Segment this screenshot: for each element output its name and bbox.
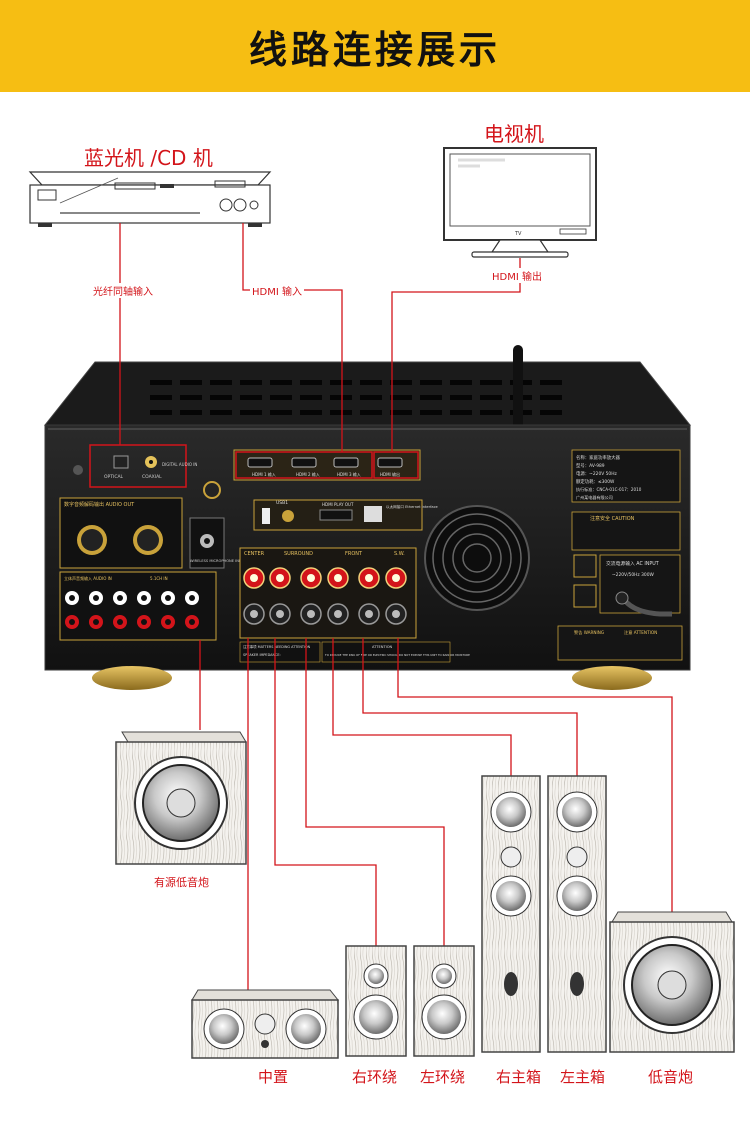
speaker-active-sub — [115, 731, 247, 865]
ethernet-text: 以太网接口 Ethernet interface — [386, 504, 439, 509]
right-surround-label: 右环绕 — [352, 1068, 398, 1086]
hdmi-port — [377, 457, 403, 468]
speaker-left-surround — [413, 945, 475, 1057]
digital-in-block — [89, 444, 187, 488]
amplifier: OPTICAL COAXIAL DIGITAL AUDIO IN HDMI 1 … — [43, 345, 692, 690]
hdmi-out-label: HDMI 输出 — [490, 268, 544, 283]
digital-audio-in-text: DIGITAL AUDIO IN — [162, 462, 197, 467]
television: TV — [443, 147, 597, 258]
active-sub-label: 有源低音炮 — [152, 874, 211, 890]
tv-brand-text: TV — [514, 231, 522, 237]
wire-right-surround — [274, 638, 377, 946]
ac-input-text: 交流电源输入 AC INPUT — [606, 560, 659, 567]
spec-plate — [571, 449, 681, 503]
hdmi-port — [333, 457, 359, 468]
spec-standard: 执行标准：CNCA-01C-017：2010 — [576, 486, 642, 492]
page-title: 线路连接展示 — [248, 27, 501, 72]
hdmi-in-block — [235, 451, 373, 479]
connection-wires — [119, 223, 673, 990]
left-surround-label: 左环绕 — [420, 1068, 466, 1086]
audio-out-text: 数字音频解码输出 AUDIO OUT — [64, 501, 135, 508]
speaker-center — [191, 989, 340, 1059]
caution-text: 注意安全 CAUTION — [590, 515, 635, 522]
wire-right-main — [332, 638, 512, 776]
hdmi-in-label: HDMI 输入 — [250, 283, 304, 298]
speaker-left-main — [547, 775, 607, 1053]
ac-spec-text: ~220V/50Hz 300W — [612, 572, 655, 578]
optical-coax-label: 光纤同轴输入 — [91, 283, 155, 298]
hdmi-port — [291, 457, 317, 468]
impedance-text: SPEAKER IMPEDANCE: — [243, 653, 281, 657]
ch-in-text: 5.1CH IN — [150, 576, 168, 581]
left-main-label: 左主箱 — [560, 1068, 606, 1086]
center-label: 中置 — [258, 1068, 289, 1086]
spec-model: 型号：AV-989 — [576, 462, 605, 469]
coaxial-text: COAXIAL — [142, 474, 162, 480]
bluray-player — [28, 171, 272, 227]
foot-right — [572, 666, 652, 690]
subwoofer-label: 低音炮 — [648, 1068, 694, 1086]
hdmi-play-out-text: HDMI PLAY OUT — [322, 502, 354, 507]
hdmi-out-text: HDMI 输出 — [380, 471, 400, 477]
top-vents — [150, 380, 562, 415]
foot-left — [92, 666, 172, 690]
surround-text: SURROUND — [284, 551, 313, 557]
reduce-risk-text: TO REDUCE THE RISK OF FIRE OR ELECTRIC S… — [324, 653, 470, 657]
matters-text: 注意事项 MATTERS NEEDING ATTENTION — [243, 644, 311, 649]
front-text: FRONT — [345, 551, 363, 557]
attention2-text: ATTENTION — [372, 645, 393, 649]
right-main-label: 右主箱 — [496, 1068, 542, 1086]
wire-left-surround — [305, 638, 445, 946]
center-text: CENTER — [244, 551, 265, 557]
title-banner: 线路连接展示 — [0, 0, 750, 92]
spec-output: 额定功耗：≤300W — [576, 478, 615, 485]
speaker-right-surround — [345, 945, 407, 1057]
audio-in-text: 立体声音频输入 AUDIO IN — [64, 575, 112, 581]
hdmi2-text: HDMI 2 输入 — [296, 471, 320, 477]
hdmi1-text: HDMI 1 输入 — [252, 471, 276, 477]
usb-text: USB1 — [276, 500, 288, 506]
hdmi-port — [247, 457, 273, 468]
wire-subwoofer — [397, 638, 673, 912]
hdmi3-text: HDMI 3 输入 — [337, 471, 361, 477]
warning-text: 警告 WARNING — [574, 629, 604, 636]
attention-text: 注意 ATTENTION — [624, 629, 657, 636]
bluray-label: 蓝光机 /CD 机 — [84, 146, 213, 170]
wire-left-main — [362, 638, 578, 776]
hdmi-out-block — [373, 451, 419, 479]
wireless-mic-text: WIRELESS MICROPHONE INPUT — [190, 559, 247, 563]
speaker-right-main — [481, 775, 541, 1053]
spec-name: 名称：家庭功率放大器 — [576, 454, 621, 461]
speaker-subwoofer — [609, 911, 735, 1053]
spec-power: 电源：~220V 50Hz — [576, 470, 618, 477]
spec-maker: 广州某电器有限公司 — [576, 494, 613, 500]
sw-text: S.W. — [394, 551, 405, 557]
cooling-fan — [424, 505, 530, 611]
optical-text: OPTICAL — [104, 474, 124, 480]
tv-label: 电视机 — [484, 122, 544, 146]
